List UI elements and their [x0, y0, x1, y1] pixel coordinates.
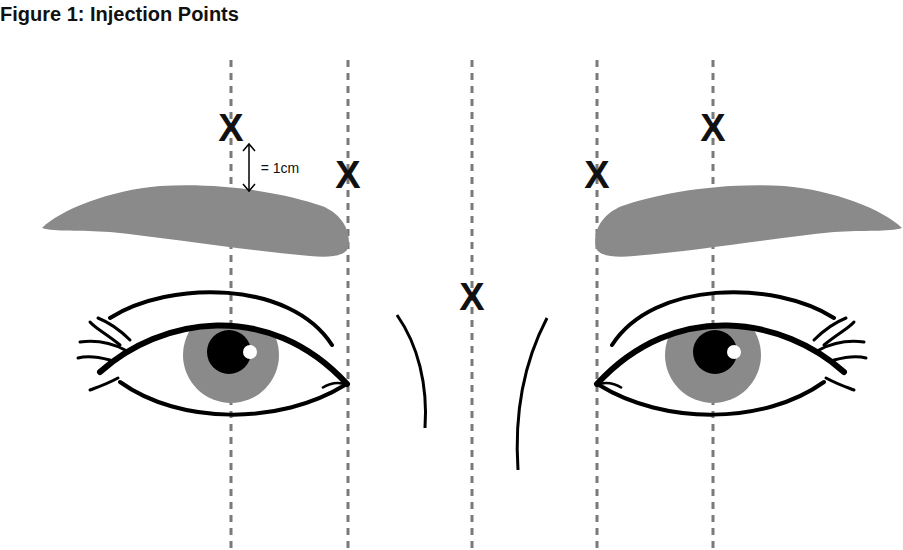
- right-eye: [595, 185, 902, 414]
- eye-highlight: [243, 345, 257, 359]
- dimension-label: = 1cm: [261, 161, 300, 175]
- injection-mark: X: [335, 156, 360, 194]
- injection-mark: X: [459, 278, 484, 316]
- injection-mark: X: [700, 109, 725, 147]
- nose-line: [517, 318, 547, 470]
- left-eye: [42, 185, 349, 414]
- eye-highlight: [727, 345, 741, 359]
- injection-mark: X: [584, 156, 609, 194]
- guide-lines: [231, 60, 713, 550]
- dimension-arrow: [243, 144, 255, 191]
- figure-title: Figure 1: Injection Points: [0, 4, 239, 24]
- nose-line: [397, 315, 426, 428]
- injection-mark: X: [218, 109, 243, 147]
